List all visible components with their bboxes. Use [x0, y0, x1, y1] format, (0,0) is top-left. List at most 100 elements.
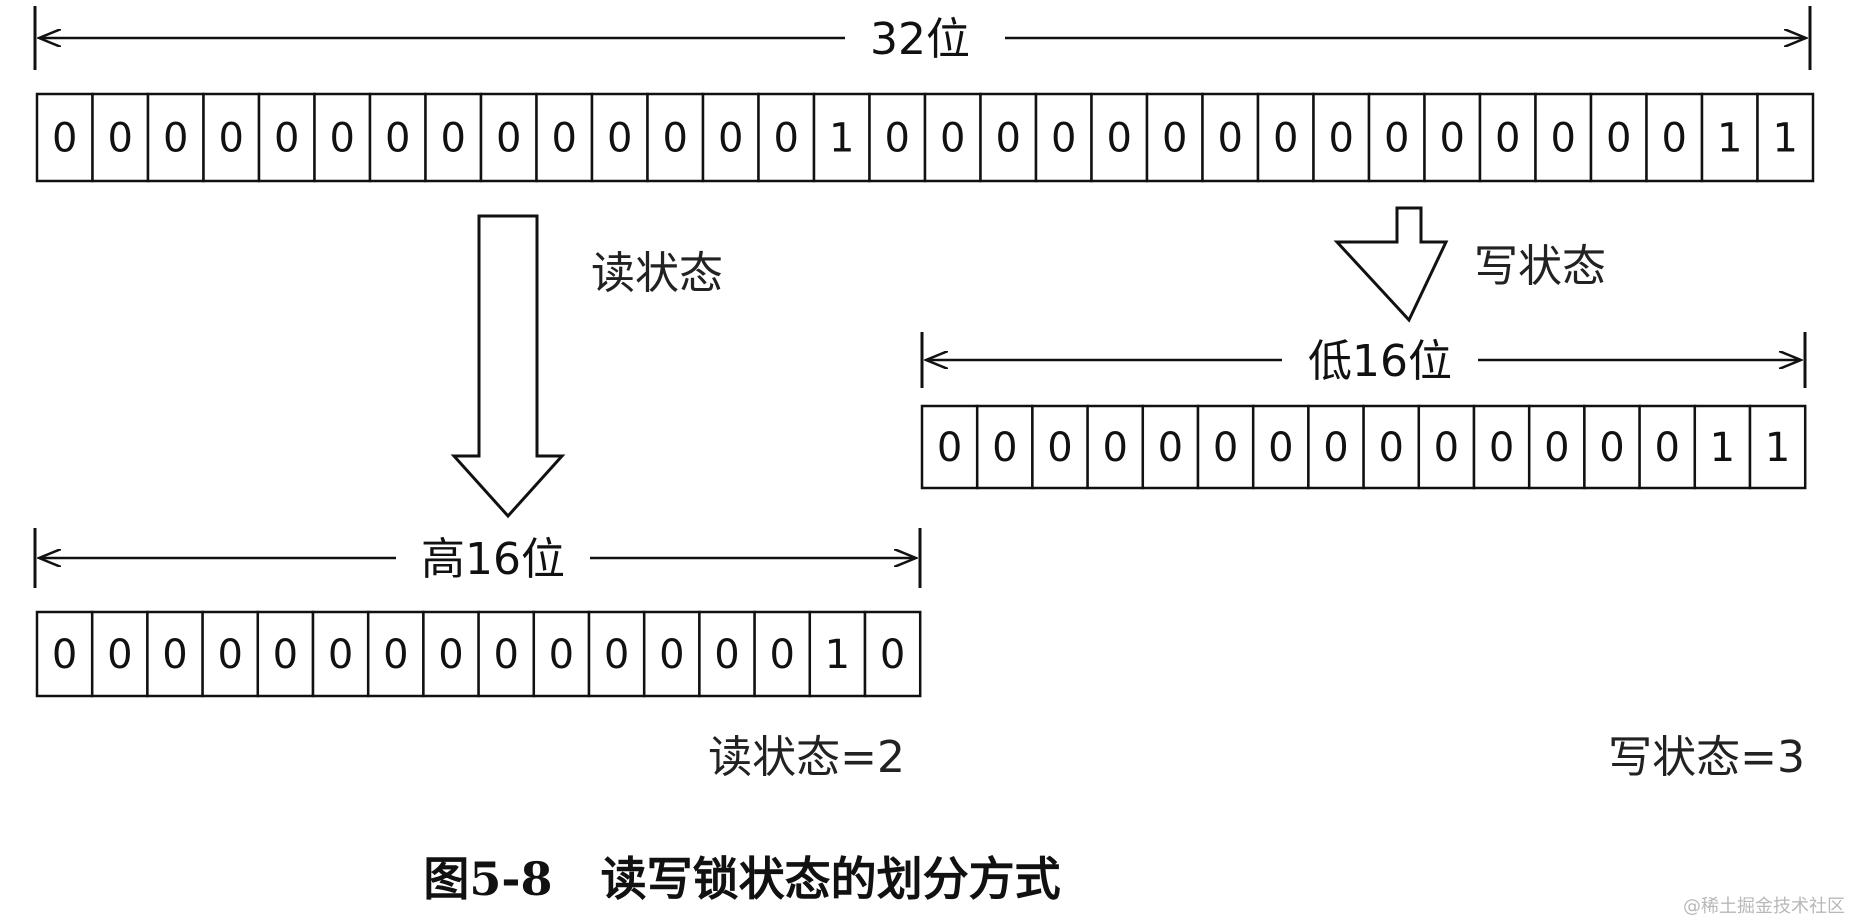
high-bit-cell: 0: [256, 610, 315, 698]
low-bit-box: [1527, 404, 1586, 490]
top-bit-value: 0: [163, 116, 188, 162]
high-bit-box: [146, 610, 204, 698]
high-bit-value: 0: [107, 632, 132, 678]
top-bit-cell: 0: [1423, 92, 1482, 183]
top-bit-cell: 0: [1645, 92, 1704, 183]
top-bit-value: 1: [829, 116, 854, 162]
top-bit-cell: 0: [313, 92, 372, 183]
top-bit-value: 0: [385, 116, 410, 162]
low-bit-box: [1362, 404, 1421, 490]
top-bit-cell: 0: [146, 92, 205, 183]
low-bit-value: 0: [1378, 425, 1403, 471]
top-bit-cell: 0: [868, 92, 927, 183]
write-state-result: 写状态=3: [1608, 732, 1805, 783]
low-bit-value: 0: [1102, 425, 1127, 471]
top-bit-box: [35, 92, 94, 183]
high-bit-box: [532, 610, 591, 698]
top-bit-value: 1: [1717, 116, 1742, 162]
top-bit-box: [590, 92, 649, 183]
top-bit-value: 0: [885, 116, 910, 162]
high-bit-cell: 0: [863, 610, 922, 698]
high-bit-value: 1: [825, 632, 850, 678]
high-bit-box: [201, 610, 260, 698]
low-bit-value: 0: [1599, 425, 1624, 471]
high-bit-value: 0: [880, 632, 905, 678]
top-bit-value: 0: [552, 116, 577, 162]
top-bit-value: 0: [1051, 116, 1076, 162]
top-bit-value: 0: [1218, 116, 1243, 162]
low-bit-value: 0: [1434, 425, 1459, 471]
low-bit-cell: 0: [1583, 404, 1641, 490]
top-bit-cell: 0: [535, 92, 594, 183]
low-bit-cell: 0: [1472, 404, 1531, 490]
high-bit-box: [311, 610, 370, 698]
top-bit-value: 0: [52, 116, 77, 162]
top-bit-cell: 1: [1700, 92, 1759, 183]
low-bit-value: 0: [1047, 425, 1072, 471]
top-bit-value: 0: [774, 116, 799, 162]
high-bit-value: 0: [714, 632, 739, 678]
low-bit-box: [1031, 404, 1089, 490]
top-bit-cell: 0: [757, 92, 816, 183]
top-bit-value: 0: [496, 116, 521, 162]
low-bit-cell: 0: [1417, 404, 1476, 490]
top-bit-cell: 0: [1090, 92, 1149, 183]
high-bit-cell: 0: [90, 610, 149, 698]
low-bit-cell: 0: [1307, 404, 1365, 490]
top-bit-value: 0: [1384, 116, 1409, 162]
high-bit-value: 0: [549, 632, 574, 678]
top-bit-box: [979, 92, 1038, 183]
write-state-arrow-label: 写状态: [1474, 241, 1606, 292]
high-bit-cell: 0: [753, 610, 812, 698]
low-bit-cell: 0: [920, 404, 979, 490]
top-bit-box: [1756, 92, 1815, 183]
top-bit-box: [1145, 92, 1204, 183]
high-bit-box: [477, 610, 536, 698]
low-bit-cell: 0: [1362, 404, 1421, 490]
top-bit-value: 0: [663, 116, 688, 162]
top-bit-cell: 0: [1534, 92, 1593, 183]
low-bit-value: 0: [1213, 425, 1238, 471]
low-bit-box: [1693, 404, 1752, 490]
low-bit-value: 1: [1765, 425, 1790, 471]
low-bit-value: 0: [1158, 425, 1183, 471]
top-bit-value: 0: [1662, 116, 1687, 162]
top-bit-cell: 0: [202, 92, 261, 183]
read-state-result: 读状态=2: [708, 732, 905, 783]
top-bit-cell: 1: [812, 92, 871, 183]
top-bit-value: 1: [1773, 116, 1798, 162]
high-bit-box: [863, 610, 922, 698]
high-bit-value: 0: [604, 632, 629, 678]
top-bit-cell: 0: [1367, 92, 1426, 183]
low-bit-cell: 0: [1086, 404, 1145, 490]
low-width-indicator: 低16位: [920, 332, 1807, 388]
top-bit-cell: 0: [923, 92, 982, 183]
top-bit-cell: 0: [979, 92, 1038, 183]
high-bit-value: 0: [383, 632, 408, 678]
top-bit-value: 0: [940, 116, 965, 162]
high-bit-cell: 0: [146, 610, 204, 698]
top-bit-box: [646, 92, 705, 183]
low-bit-box: [920, 404, 979, 490]
top-bit-box: [1534, 92, 1593, 183]
top-bit-value: 0: [1329, 116, 1354, 162]
top-bit-cell: 0: [479, 92, 538, 183]
high-bit-cell: 0: [422, 610, 480, 698]
low-bit-cell: 1: [1693, 404, 1752, 490]
top-bit-box: [1478, 92, 1537, 183]
low-bit-value: 0: [1489, 425, 1514, 471]
top-bit-value: 0: [1551, 116, 1576, 162]
top-bit-box: [202, 92, 261, 183]
top-bit-box: [313, 92, 372, 183]
low-bit-cell: 0: [1527, 404, 1586, 490]
low-bit-cell: 1: [1748, 404, 1807, 490]
high-bit-box: [587, 610, 646, 698]
low-width-label: 低16位: [1308, 336, 1452, 387]
figure-caption: 图5-8 读写锁状态的划分方式: [423, 852, 1060, 906]
high-bit-cell: 1: [808, 610, 867, 698]
high-bit-value: 0: [493, 632, 518, 678]
top-bit-value: 0: [274, 116, 299, 162]
low-bit-cell: 0: [1031, 404, 1089, 490]
